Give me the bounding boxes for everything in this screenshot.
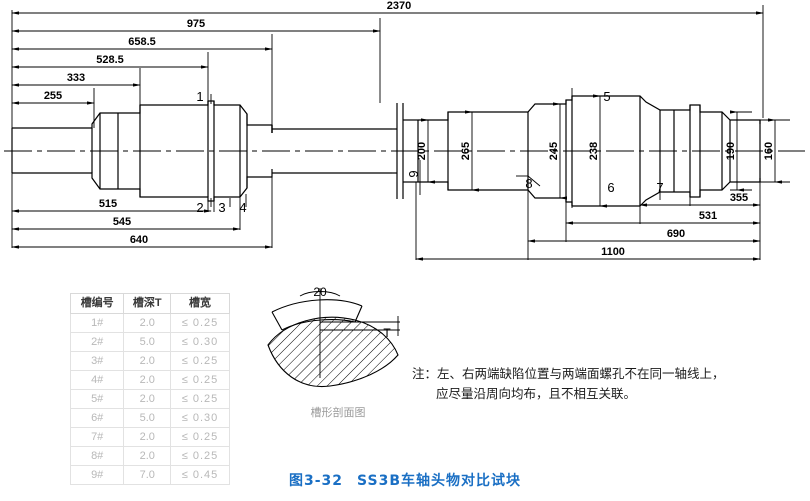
groove-parameter-table: 槽编号 槽深T 槽宽 1# 2.0 ≤ 0.25 2# 5.0 ≤ 0.30 3… [69,293,230,485]
cell-groove-width: ≤ 0.30 [170,408,230,428]
groove-marker-4: 4 [239,200,246,215]
figure-caption-number: 图3-32 [289,473,344,489]
groove-marker-5: 5 [603,89,610,104]
cell-groove-width: ≤ 0.25 [170,389,230,409]
table-row: 6# 5.0 ≤ 0.30 [69,408,230,428]
cell-groove-number: 4# [69,370,125,390]
dimension-vertical [420,94,790,208]
note-line-2: 应尽量沿周向均布，且不相互关联。 [436,386,637,401]
dim-515: 515 [99,198,117,210]
dim-265: 265 [460,142,472,160]
table-header-row: 槽编号 槽深T 槽宽 [69,293,230,314]
cell-groove-width: ≤ 0.25 [170,313,230,333]
groove-marker-2: 2 [196,200,203,215]
cell-groove-number: 8# [69,446,125,466]
dim-333: 333 [67,72,85,84]
detail-angle-label: 20 [313,285,327,299]
dim-238: 238 [588,142,600,160]
dimension-chain-bottom-right [415,182,761,261]
cell-groove-depth: 5.0 [123,408,172,428]
cell-groove-depth: 2.0 [123,351,172,371]
note-block: 注：左、右两端缺陷位置与两端面螺孔不在同一轴线上， 应尽量沿周向均布，且不相互关… [412,364,772,404]
groove-section-detail [267,288,400,388]
dim-690: 690 [667,228,685,240]
cell-groove-width: ≤ 0.25 [170,370,230,390]
cell-groove-width: ≤ 0.25 [170,446,230,466]
dim-975: 975 [187,18,205,30]
dim-528-5: 528.5 [96,54,124,66]
cell-groove-depth: 7.0 [123,465,172,485]
header-groove-number: 槽编号 [69,293,125,314]
table-row: 7# 2.0 ≤ 0.25 [69,427,230,447]
table-row: 9# 7.0 ≤ 0.45 [69,465,230,485]
cell-groove-number: 2# [69,332,125,352]
groove-marker-3: 3 [218,200,225,215]
cell-groove-number: 7# [69,427,125,447]
dim-640: 640 [130,234,148,246]
dim-160: 160 [763,142,775,160]
dim-531: 531 [699,210,717,222]
figure-caption-title: SS3B车轴头物对比试块 [357,473,521,489]
cell-groove-number: 3# [69,351,125,371]
dimension-chain-top [11,5,764,128]
dim-255: 255 [44,90,62,102]
cell-groove-depth: 2.0 [123,370,172,390]
section-detail-caption: 槽形剖面图 [310,406,366,419]
table-row: 3# 2.0 ≤ 0.25 [69,351,230,371]
detail-depth-label: T [383,326,391,340]
header-groove-depth: 槽深T [123,293,172,314]
groove-marker-1: 1 [196,89,203,104]
header-groove-width: 槽宽 [170,293,230,314]
cell-groove-depth: 5.0 [123,332,172,352]
note-line-1: 注：左、右两端缺陷位置与两端面螺孔不在同一轴线上， [412,366,725,381]
cell-groove-width: ≤ 0.45 [170,465,230,485]
cell-groove-number: 1# [69,313,125,333]
dim-200: 200 [416,142,428,160]
groove-marker-7: 7 [656,180,663,195]
cell-groove-depth: 2.0 [123,427,172,447]
table-row: 8# 2.0 ≤ 0.25 [69,446,230,466]
cell-groove-number: 9# [69,465,125,485]
dim-1100: 1100 [601,246,625,258]
groove-marker-leaders [210,88,661,208]
dim-2370: 2370 [387,0,411,12]
groove-marker-8: 8 [525,176,532,191]
dimension-chain-bottom-left [11,173,273,249]
cell-groove-width: ≤ 0.25 [170,351,230,371]
table-row: 1# 2.0 ≤ 0.25 [69,313,230,333]
cell-groove-depth: 2.0 [123,389,172,409]
cell-groove-depth: 2.0 [123,446,172,466]
cell-groove-width: ≤ 0.25 [170,427,230,447]
cell-groove-number: 6# [69,408,125,428]
groove-marker-6: 6 [607,180,614,195]
table-row: 2# 5.0 ≤ 0.30 [69,332,230,352]
dim-245: 245 [548,142,560,160]
dim-545: 545 [113,216,131,228]
table-row: 5# 2.0 ≤ 0.25 [69,389,230,409]
dim-658-5: 658.5 [128,36,156,48]
cell-groove-depth: 2.0 [123,313,172,333]
cell-groove-width: ≤ 0.30 [170,332,230,352]
cell-groove-number: 5# [69,389,125,409]
table-row: 4# 2.0 ≤ 0.25 [69,370,230,390]
dim-190: 190 [725,142,737,160]
dim-355: 355 [730,192,748,204]
figure-caption: 图3-32 SS3B车轴头物对比试块 [0,470,810,490]
groove-marker-9: 9 [406,170,421,177]
